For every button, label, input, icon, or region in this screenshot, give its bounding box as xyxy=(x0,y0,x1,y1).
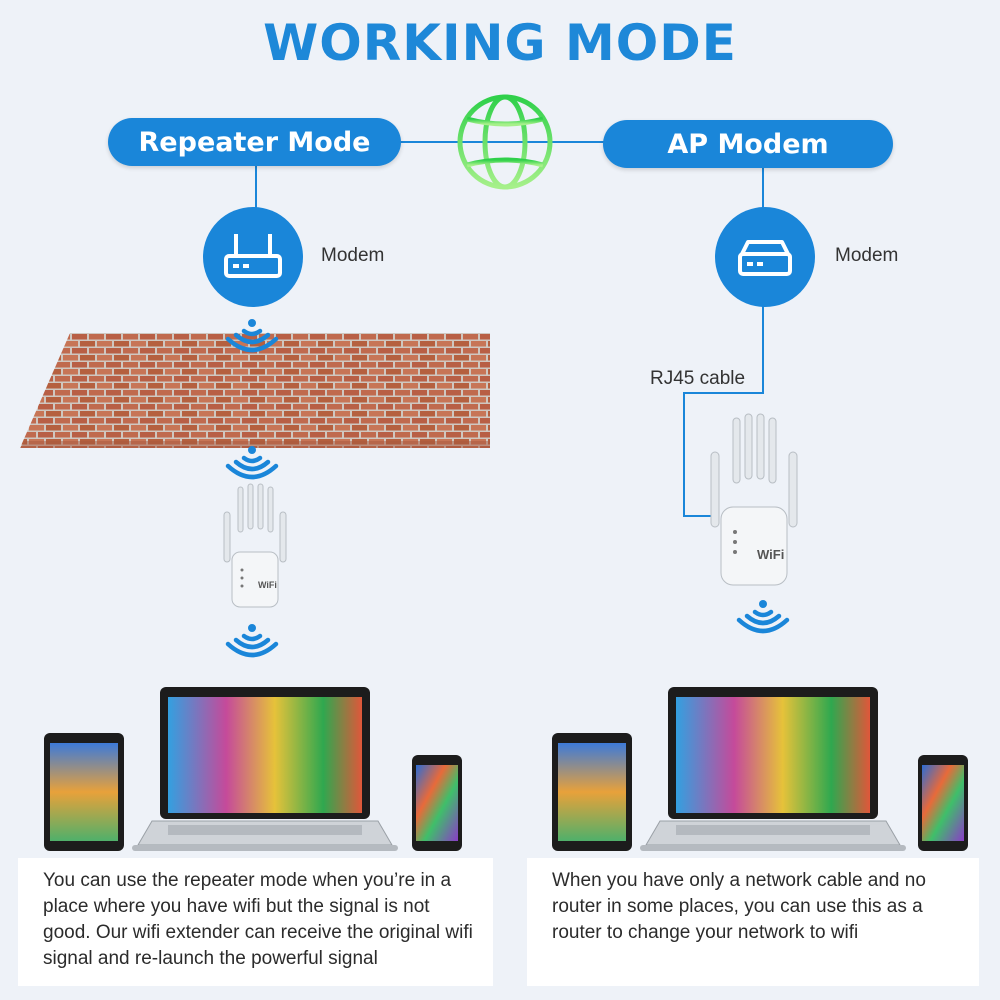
phone-icon xyxy=(918,755,968,851)
left-modem-label: Modem xyxy=(321,245,385,266)
left-modem-circle xyxy=(203,207,303,307)
right-modem-label: Modem xyxy=(835,245,899,266)
right-client-devices xyxy=(552,687,968,851)
wifi-signal-icon xyxy=(225,624,279,658)
modem-icon xyxy=(738,240,792,276)
left-client-devices xyxy=(44,687,462,851)
wifi-signal-icon xyxy=(225,319,279,353)
tablet-icon xyxy=(552,733,632,851)
phone-icon xyxy=(412,755,462,851)
device-logo: WiFi xyxy=(258,580,277,590)
repeater-mode-description: You can use the repeater mode when you’r… xyxy=(18,858,493,986)
right-modem-circle xyxy=(715,207,815,307)
rj45-cable-label: RJ45 cable xyxy=(650,368,746,389)
wifi-signal-icon xyxy=(736,600,790,634)
tablet-icon xyxy=(44,733,124,851)
ap-mode-description: When you have only a network cable and n… xyxy=(527,858,979,986)
repeater-mode-pill: Repeater Mode xyxy=(108,118,401,166)
globe-icon xyxy=(457,94,553,190)
laptop-icon xyxy=(640,687,906,851)
laptop-icon xyxy=(132,687,398,851)
page-title: WORKING MODE xyxy=(263,14,737,72)
ap-modem-pill: AP Modem xyxy=(603,120,893,168)
left-wifi-extender: WiFi xyxy=(220,482,290,612)
brick-wall xyxy=(20,333,490,448)
device-logo: WiFi xyxy=(757,547,785,562)
router-icon xyxy=(224,234,282,278)
wifi-signal-icon xyxy=(225,446,279,480)
right-wifi-extender: WiFi xyxy=(705,412,805,592)
